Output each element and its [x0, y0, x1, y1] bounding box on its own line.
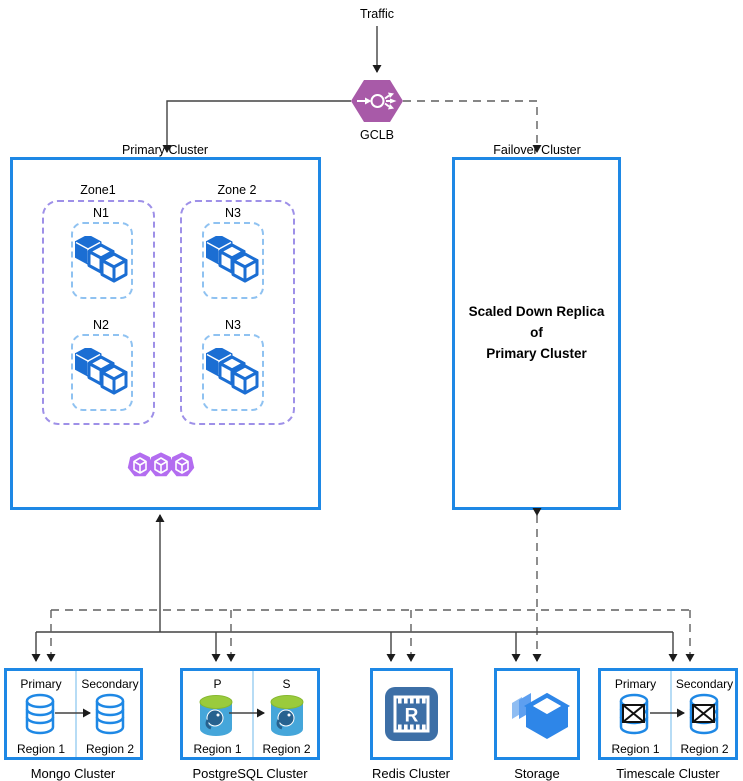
gclb-label: GCLB [359, 128, 395, 142]
zone2-node2-label: N3 [225, 318, 241, 332]
mongo-secondary-label: Secondary [81, 677, 139, 691]
timescale-cluster-box: Primary Secondary Region 1 Region 2 [598, 668, 738, 760]
region-divider [670, 671, 672, 757]
workload-cubes-icon [75, 348, 128, 395]
workload-cubes-icon [75, 236, 128, 283]
redis-cluster-title: Redis Cluster [371, 766, 451, 781]
timescale-region2-label: Region 2 [680, 742, 729, 756]
region-divider [75, 671, 77, 757]
timescale-db-icon [619, 693, 649, 735]
failover-cluster-text: Scaled Down Replica of Primary Cluster [452, 157, 621, 510]
zone1-node2-label: N2 [93, 318, 109, 332]
timescale-cluster-title: Timescale Cluster [616, 766, 720, 781]
zone1-box [42, 200, 155, 425]
timescale-db-icon [689, 693, 719, 735]
mongo-db-icon [95, 693, 125, 735]
primary-cluster-label: Primary Cluster [121, 143, 209, 157]
redis-memorystore-icon: R [385, 687, 438, 741]
region-divider [252, 671, 254, 757]
mongo-cluster-title: Mongo Cluster [30, 766, 116, 781]
dashed-bus-line [46, 609, 695, 662]
zone2-node2-box [202, 334, 264, 411]
solid-bus-line [31, 631, 678, 662]
mongo-region1-label: Region 1 [16, 742, 66, 756]
zone2-node1-box [202, 222, 264, 299]
failover-text-line: of [530, 325, 543, 341]
gclb-load-balancer-icon [351, 80, 403, 122]
primary-cluster-box [10, 157, 321, 510]
postgres-primary-label: P [213, 677, 222, 691]
zone1-node1-label: N1 [93, 206, 109, 220]
postgresql-cluster-box: P S Region 1 Region 2 [180, 668, 320, 760]
storage-title: Storage [514, 766, 560, 781]
storage-box [494, 668, 580, 760]
workload-cubes-icon [206, 236, 259, 283]
mongo-cluster-box: Primary Secondary Region 1 Region 2 [4, 668, 143, 760]
mongo-primary-label: Primary [20, 677, 62, 691]
timescale-secondary-label: Secondary [675, 677, 734, 691]
postgresql-icon [199, 695, 233, 736]
zone1-label: Zone1 [80, 183, 116, 197]
postgresql-cluster-title: PostgreSQL Cluster [192, 766, 308, 781]
zone1-node2-box [71, 334, 133, 411]
timescale-region1-label: Region 1 [611, 742, 660, 756]
failover-cluster-label: Failover Cluster [493, 143, 581, 157]
mongo-db-icon [25, 693, 55, 735]
zone2-node1-label: N3 [225, 206, 241, 220]
failover-cluster-box [452, 157, 621, 510]
postgres-region2-label: Region 2 [262, 742, 311, 756]
zone1-node1-box [71, 222, 133, 299]
failover-text-line: Primary Cluster [486, 345, 587, 361]
storage-icon [512, 692, 571, 739]
zone2-label: Zone 2 [217, 183, 257, 197]
gke-clusters-icon [127, 452, 195, 477]
redis-cluster-box: R [370, 668, 453, 760]
postgres-region1-label: Region 1 [193, 742, 242, 756]
zone2-box [180, 200, 295, 425]
workload-cubes-icon [206, 348, 259, 395]
traffic-label: Traffic [359, 7, 395, 21]
svg-text:R: R [405, 706, 419, 727]
failover-text-line: Scaled Down Replica [468, 304, 605, 320]
mongo-region2-label: Region 2 [85, 742, 135, 756]
timescale-primary-label: Primary [614, 677, 657, 691]
postgres-secondary-label: S [282, 677, 291, 691]
postgresql-icon [270, 695, 304, 736]
